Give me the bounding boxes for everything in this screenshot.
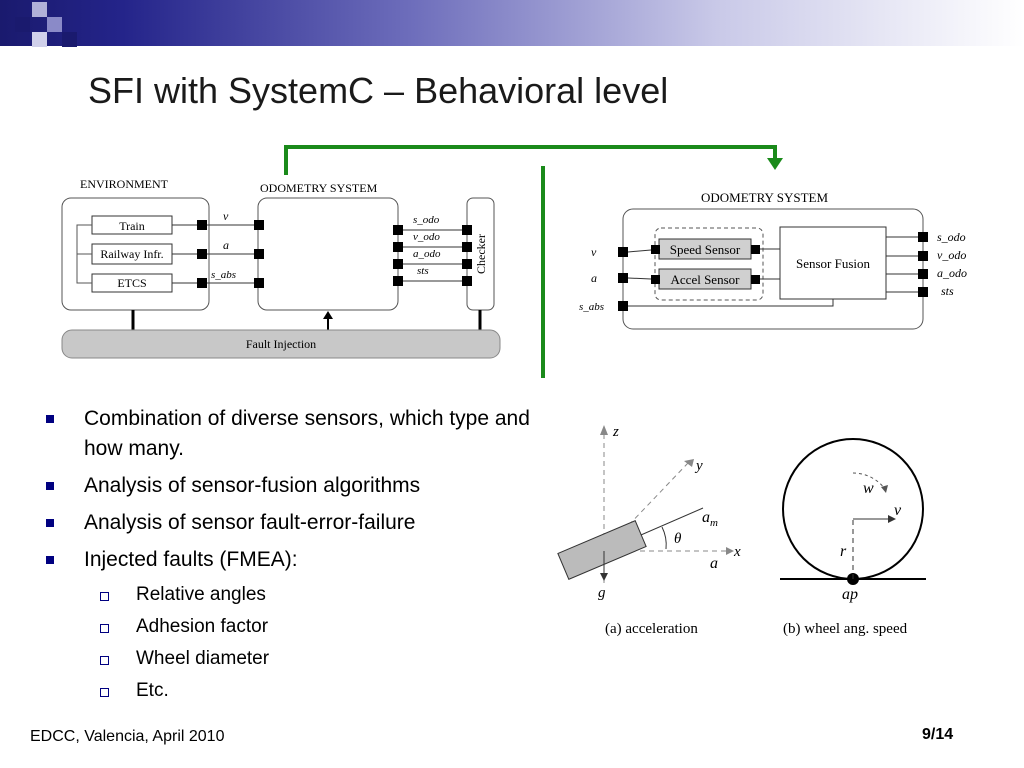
bullet-list: Combination of diverse sensors, which ty… xyxy=(40,404,540,710)
accel-sensor-label: Accel Sensor xyxy=(671,272,741,287)
right-signal-sodo: s_odo xyxy=(937,230,966,244)
bullet-text: Analysis of sensor-fusion algorithms xyxy=(84,474,421,497)
bullet-square-icon xyxy=(46,556,54,564)
label-w: w xyxy=(863,480,874,497)
green-arrow xyxy=(284,145,783,378)
right-block-diagram: ODOMETRY SYSTEM Speed Sensor Accel Senso… xyxy=(579,190,967,330)
right-signal-aodo: a_odo xyxy=(937,266,967,280)
checker-label: Checker xyxy=(474,234,488,274)
right-signal-vodo: v_odo xyxy=(937,248,966,262)
sub-bullet-text: Relative angles xyxy=(136,584,266,605)
decor-square xyxy=(15,17,30,32)
caption-acceleration: (a) acceleration xyxy=(605,621,698,637)
bullet-item: Analysis of sensor-fusion algorithms xyxy=(40,471,540,501)
title-banner xyxy=(0,0,1024,46)
signal-vodo: v_odo xyxy=(413,231,440,243)
sub-bullet-item: Relative angles xyxy=(40,582,540,608)
caption-wheel-speed: (b) wheel ang. speed xyxy=(783,621,908,637)
label-r: r xyxy=(840,543,847,560)
label-v: v xyxy=(894,502,902,519)
decor-square xyxy=(47,17,62,32)
bullet-text: Analysis of sensor fault-error-failure xyxy=(84,511,416,534)
fault-injection-label: Fault Injection xyxy=(246,337,316,351)
label-ap: ap xyxy=(842,586,858,603)
bullet-square-icon xyxy=(46,415,54,423)
label-x: x xyxy=(733,544,741,560)
decor-square xyxy=(32,32,47,47)
env-block-train: Train xyxy=(119,219,145,233)
sub-bullet-item: Adhesion factor xyxy=(40,614,540,640)
signal-sts: sts xyxy=(417,265,429,277)
bullet-text: Injected faults (FMEA): xyxy=(84,548,298,571)
decor-square xyxy=(32,2,47,17)
right-signal-sabs: s_abs xyxy=(579,301,604,313)
hollow-square-icon xyxy=(100,688,109,697)
footer-venue: EDCC, Valencia, April 2010 xyxy=(30,728,225,745)
label-theta: θ xyxy=(674,531,682,547)
hollow-square-icon xyxy=(100,624,109,633)
sub-bullet-item: Etc. xyxy=(40,678,540,704)
bullet-square-icon xyxy=(46,519,54,527)
signal-sabs: s_abs xyxy=(211,269,236,281)
speed-sensor-label: Speed Sensor xyxy=(670,242,741,257)
page-number: 9/14 xyxy=(922,726,954,743)
label-g: g xyxy=(598,585,606,601)
physics-figure: z y x am θ a g (a) acceleration v r w ap… xyxy=(557,424,926,637)
label-y: y xyxy=(694,458,703,474)
slide-title: SFI with SystemC – Behavioral level xyxy=(88,70,669,111)
bullet-item: Combination of diverse sensors, which ty… xyxy=(40,404,540,464)
env-block-railway: Railway Infr. xyxy=(100,247,163,261)
label-z: z xyxy=(612,424,619,440)
bullet-item: Analysis of sensor fault-error-failure xyxy=(40,508,540,538)
bullet-square-icon xyxy=(46,482,54,490)
environment-label: ENVIRONMENT xyxy=(80,177,169,191)
right-signal-sts: sts xyxy=(941,284,954,298)
label-a: a xyxy=(710,555,718,572)
left-block-diagram: ENVIRONMENT ODOMETRY SYSTEM Checker Trai… xyxy=(61,177,501,359)
sub-bullet-item: Wheel diameter xyxy=(40,646,540,672)
odometry-label-right: ODOMETRY SYSTEM xyxy=(701,190,828,205)
sub-bullet-text: Wheel diameter xyxy=(136,648,270,669)
sensor-fusion-label: Sensor Fusion xyxy=(796,256,871,271)
label-am: am xyxy=(702,509,718,529)
right-signal-a: a xyxy=(591,271,597,285)
hollow-square-icon xyxy=(100,592,109,601)
hollow-square-icon xyxy=(100,656,109,665)
signal-sodo: s_odo xyxy=(413,214,440,226)
env-block-etcs: ETCS xyxy=(117,276,146,290)
bullet-item: Injected faults (FMEA): xyxy=(40,545,540,575)
odometry-label: ODOMETRY SYSTEM xyxy=(260,181,378,195)
sub-bullet-text: Etc. xyxy=(136,680,169,701)
decor-square xyxy=(62,32,77,47)
right-signal-v: v xyxy=(591,245,597,259)
bullet-text: Combination of diverse sensors, which ty… xyxy=(84,407,530,460)
signal-aodo: a_odo xyxy=(413,248,441,260)
sub-bullet-text: Adhesion factor xyxy=(136,616,269,637)
signal-a: a xyxy=(223,238,229,252)
signal-v: v xyxy=(223,209,229,223)
